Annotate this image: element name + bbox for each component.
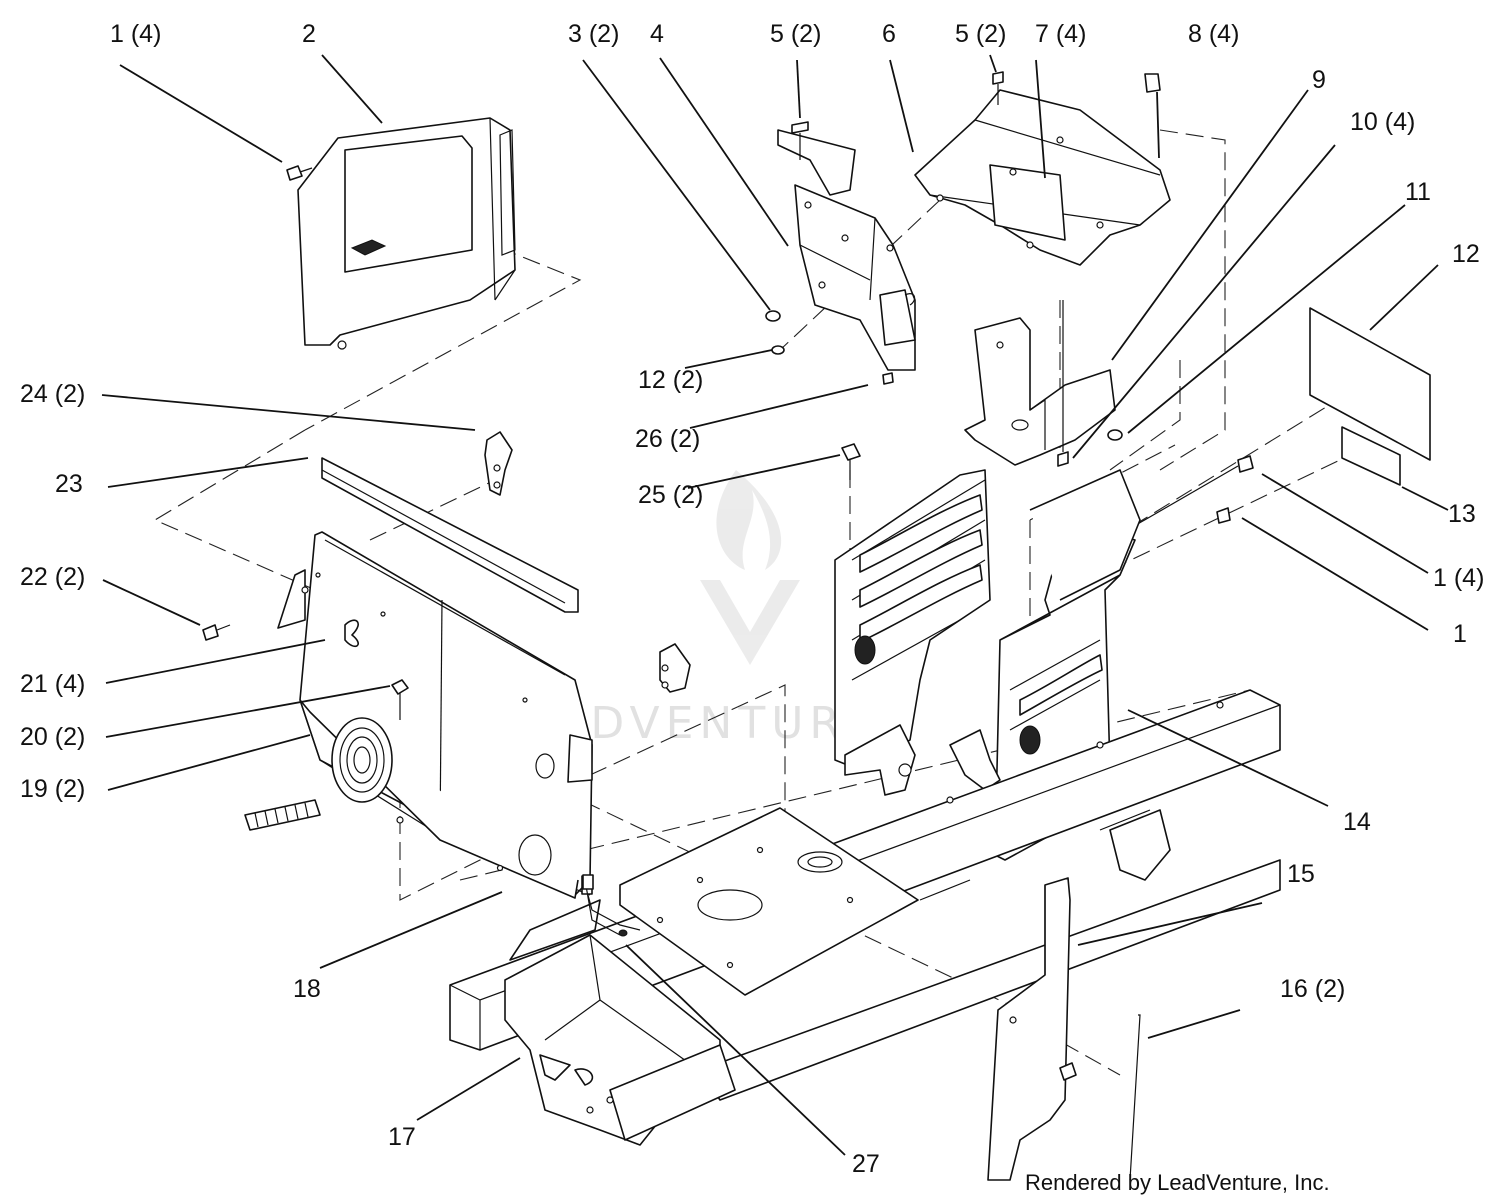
part-23-strip — [321, 457, 579, 613]
label-3: 3 (2) — [568, 20, 619, 48]
part-17-lower-assembly — [504, 934, 736, 1146]
label-1-right-lower: 1 — [1453, 620, 1467, 648]
part-22-screw — [202, 624, 231, 641]
part-1-screw-top — [286, 165, 313, 181]
label-5-left: 5 (2) — [770, 20, 821, 48]
label-26: 26 (2) — [635, 425, 700, 453]
part-5-screw-left — [791, 121, 809, 160]
label-12-decal: 12 — [1452, 240, 1480, 268]
label-24: 24 (2) — [20, 380, 85, 408]
label-19: 19 (2) — [20, 775, 85, 803]
label-27: 27 — [852, 1150, 880, 1178]
label-17: 17 — [388, 1123, 416, 1151]
part-18-side-panel — [277, 531, 593, 899]
part-2-cover-panel — [297, 117, 516, 350]
label-12-washer: 12 (2) — [638, 366, 703, 394]
part-6-tray — [914, 89, 1171, 266]
label-14: 14 — [1343, 808, 1371, 836]
part-4-bracket — [777, 129, 916, 371]
part-20-bolt — [391, 679, 409, 720]
part-25-bolt — [841, 443, 861, 480]
label-1-top-left: 1 (4) — [110, 20, 161, 48]
part-12-washer — [771, 345, 785, 355]
label-18: 18 — [293, 975, 321, 1003]
part-27-wire — [587, 894, 641, 937]
part-15-side-plate — [987, 877, 1071, 1181]
label-15: 15 — [1287, 860, 1315, 888]
part-10-screw — [1057, 300, 1069, 467]
part-5-screw-right — [992, 71, 1004, 105]
label-16: 16 (2) — [1280, 975, 1345, 1003]
label-7: 7 (4) — [1035, 20, 1086, 48]
part-21-wing-nut — [344, 619, 359, 648]
label-2: 2 — [302, 20, 316, 48]
label-23: 23 — [55, 470, 83, 498]
label-22: 22 (2) — [20, 563, 85, 591]
label-9: 9 — [1312, 66, 1326, 94]
part-3-nut — [765, 310, 781, 322]
part-11-nut — [1107, 429, 1123, 441]
part-24-bracket-upper — [484, 431, 513, 496]
watermark-logo — [700, 470, 800, 665]
part-mounting-plate — [582, 807, 919, 996]
label-21: 21 (4) — [20, 670, 85, 698]
part-12-decal — [1309, 307, 1431, 461]
label-10: 10 (4) — [1350, 108, 1415, 136]
label-13: 13 — [1448, 500, 1476, 528]
label-4: 4 — [650, 20, 664, 48]
label-20: 20 (2) — [20, 723, 85, 751]
part-1-screw-right-lower — [1216, 507, 1231, 524]
label-1-right-upper: 1 (4) — [1433, 564, 1484, 592]
part-labels: 1 (4) 2 3 (2) 4 5 (2) 6 5 (2) 7 (4) 8 (4… — [20, 20, 1484, 1178]
label-6: 6 — [882, 20, 896, 48]
part-16-plate — [1129, 1014, 1141, 1181]
part-24-bracket-lower — [659, 643, 691, 693]
label-8: 8 (4) — [1188, 20, 1239, 48]
part-9-lower-bracket — [964, 317, 1116, 466]
render-credit: Rendered by LeadVenture, Inc. — [1025, 1170, 1330, 1195]
part-coil-spring — [244, 799, 321, 831]
part-16-screw — [1059, 1062, 1077, 1081]
part-26-screw — [882, 372, 894, 385]
part-19-fan-guard — [331, 717, 393, 803]
label-25: 25 (2) — [638, 481, 703, 509]
part-13-decal — [1341, 426, 1401, 486]
leader-lines — [101, 54, 1449, 1156]
label-5-right: 5 (2) — [955, 20, 1006, 48]
label-11: 11 — [1405, 178, 1431, 206]
part-8-nut-clip — [1144, 73, 1161, 93]
